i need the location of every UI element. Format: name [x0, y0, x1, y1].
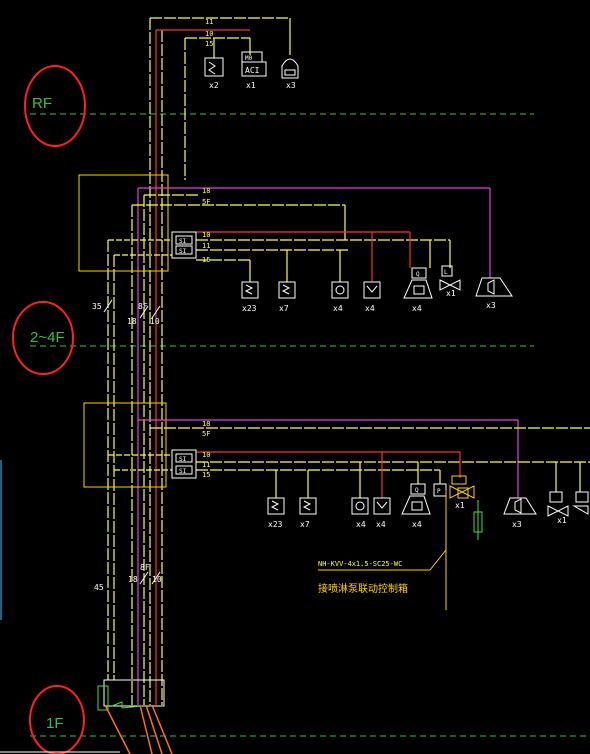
upper-module-s2: SI: [179, 248, 187, 255]
ground-orange-lines: [104, 704, 173, 754]
upper-device-hydrant: x4: [363, 281, 381, 313]
bus-label-5f-lower: 5F: [202, 430, 210, 438]
ground-equipment: [103, 679, 165, 707]
lower-device-speaker: x3: [503, 497, 537, 529]
cable-spec: NH-KVV-4x1.5-SC25-WC: [318, 560, 402, 568]
floor-marker-mid: [12, 301, 74, 375]
upper-floor-bus: [108, 187, 491, 282]
floor-marker-ground: [29, 685, 85, 754]
lower-module-s1: SI: [179, 456, 187, 463]
rf-device-label-x2: x2: [209, 81, 219, 90]
lower-riser-ticks: [139, 571, 161, 585]
upper-label-x23: x23: [242, 304, 257, 313]
riser-label-upper-18: 18: [127, 317, 137, 326]
riser-label-upper-10: 10: [150, 317, 160, 326]
riser-label-top-15: 15: [205, 40, 213, 48]
ground-green-device: [97, 685, 109, 711]
upper-label-x4-c: x4: [412, 304, 422, 313]
lower-label-x1-valve: x1: [455, 501, 465, 510]
lower-label-x4-a: x4: [356, 520, 366, 529]
upper-device-heat: x4: [331, 281, 349, 313]
bus-label-5f-upper: 5F: [202, 198, 210, 206]
lower-device-valve-right: x1: [547, 491, 589, 525]
upper-riser-ticks: [103, 299, 161, 319]
riser-label-upper-8f: 8F: [138, 302, 148, 311]
riser-label-lower-8f: 8F: [140, 563, 150, 572]
lower-device-smoke-2: x7: [299, 497, 317, 529]
lower-label-x3: x3: [512, 520, 522, 529]
lower-tag-p: P: [437, 488, 441, 495]
lower-device-valve-yellow: x1: [449, 475, 483, 540]
riser-label-upper-35: 35: [92, 302, 102, 311]
lower-device-alarm: Q x4: [401, 483, 431, 529]
lower-module-s2: SI: [179, 468, 187, 475]
lower-tag-q: Q: [415, 487, 419, 494]
cable-note: 接喷淋泵联动控制箱: [318, 582, 408, 595]
ground-green-link: [111, 701, 143, 709]
lower-label-x7: x7: [300, 520, 310, 529]
bus-label-11-lower: 11: [202, 461, 210, 469]
rf-ac-text: ACI: [245, 66, 260, 75]
bus-label-15-upper: 15: [202, 256, 210, 264]
riser-label-lower-45: 45: [94, 583, 104, 592]
junction-box-upper: [78, 174, 169, 272]
bus-label-18-lower: 18: [202, 420, 210, 428]
lower-device-smoke-1: x23: [267, 497, 285, 529]
upper-tag-l: L: [444, 269, 448, 276]
rf-bus: [150, 17, 291, 58]
rf-device-ac-module: M0 ACI x1: [241, 51, 267, 90]
bus-label-15-lower: 15: [202, 471, 210, 479]
lower-label-x23: x23: [268, 520, 283, 529]
riser-label-lower-10: 10: [152, 575, 162, 584]
upper-label-x3: x3: [486, 301, 496, 310]
upper-device-valve: L x1: [439, 265, 461, 298]
lower-label-x4-c: x4: [412, 520, 422, 529]
upper-module-s1: SI: [179, 238, 187, 245]
upper-module: SI SI: [171, 231, 197, 259]
bus-label-10-upper: 10: [202, 231, 210, 239]
lower-device-heat: x4: [351, 497, 369, 529]
riser-label-lower-18: 18: [128, 575, 138, 584]
lower-label-x1-right: x1: [557, 516, 567, 525]
rf-device-smoke-detector: x2: [204, 57, 224, 90]
rf-ac-top-text: M0: [245, 55, 253, 62]
riser-label-top-11: 11: [205, 18, 213, 26]
floor-label-ground: 1F: [46, 715, 64, 732]
floor-label-mid: 2~4F: [30, 329, 65, 346]
upper-label-x4-a: x4: [333, 304, 343, 313]
lower-pump-control: P: [318, 483, 447, 610]
rf-device-label-x1: x1: [246, 81, 256, 90]
rf-device-label-x3: x3: [286, 81, 296, 90]
upper-tag-q: Q: [416, 271, 420, 278]
rf-device-bell: x3: [281, 58, 299, 90]
lower-label-x4-b: x4: [376, 520, 386, 529]
upper-device-smoke-1: x23: [241, 281, 259, 313]
riser-label-top-10: 10: [205, 30, 213, 38]
upper-device-alarm: Q x4: [403, 267, 433, 313]
upper-device-speaker: x3: [475, 277, 513, 310]
upper-label-x1: x1: [446, 289, 456, 298]
bus-label-18-upper: 18: [202, 187, 210, 195]
floor-marker-rf: [24, 65, 86, 147]
lower-floor-bus: [108, 419, 590, 498]
riser-bundle: [107, 18, 186, 705]
upper-label-x4-b: x4: [365, 304, 375, 313]
lower-device-hydrant: x4: [373, 497, 391, 529]
upper-label-x7: x7: [279, 304, 289, 313]
lower-module: SI SI: [171, 449, 197, 479]
bus-label-10-lower: 10: [202, 451, 210, 459]
bus-label-11-upper: 11: [202, 242, 210, 250]
junction-box-lower: [83, 402, 167, 488]
upper-device-smoke-2: x7: [278, 281, 296, 313]
floor-label-rf: RF: [32, 95, 52, 112]
